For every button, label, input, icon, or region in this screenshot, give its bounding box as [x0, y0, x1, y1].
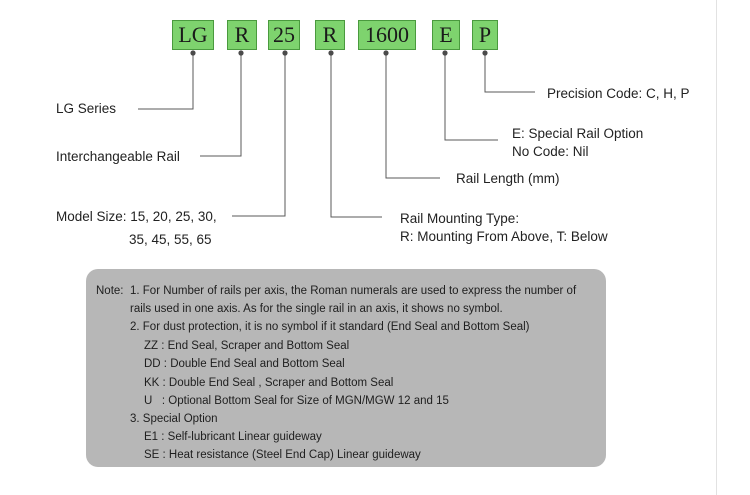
- label-rail-length: Rail Length (mm): [456, 171, 560, 186]
- label-interchangeable-rail: Interchangeable Rail: [56, 149, 180, 164]
- note-line-10: SE : Heat resistance (Steel End Cap) Lin…: [144, 449, 421, 461]
- leader-line-mounting-type: [330, 53, 382, 218]
- label-mounting-type-line2: R: Mounting From Above, T: Below: [400, 229, 608, 244]
- leader-dot-mounting-type: [328, 50, 334, 56]
- note-line-2: rails used in one axis. As for the singl…: [130, 303, 503, 315]
- label-special-rail-line1: E: Special Rail Option: [512, 126, 644, 141]
- label-precision-code: Precision Code: C, H, P: [547, 86, 690, 101]
- label-model-size-line1: Model Size: 15, 20, 25, 30,: [56, 209, 217, 224]
- label-special-rail-line2: No Code: Nil: [512, 144, 589, 159]
- label-mounting-type-line1: Rail Mounting Type:: [400, 211, 520, 226]
- label-lg-series: LG Series: [56, 101, 117, 116]
- note-line-7: U : Optional Bottom Seal for Size of MGN…: [144, 395, 449, 407]
- note-panel: Note: 1. For Number of rails per axis, t…: [86, 269, 606, 467]
- note-prefix: Note:: [96, 285, 124, 297]
- code-segment-series: LG: [172, 20, 214, 50]
- code-segment-model-size: 25: [268, 20, 300, 50]
- leader-line-precision: [484, 53, 535, 93]
- note-line-8: 3. Special Option: [130, 413, 218, 425]
- code-segment-mounting-type: R: [315, 20, 345, 50]
- code-segment-special-rail: E: [432, 20, 460, 50]
- leader-dot-precision: [482, 50, 488, 56]
- leader-line-model-size: [232, 53, 286, 217]
- leader-dot-special-rail: [442, 50, 448, 56]
- note-line-1: 1. For Number of rails per axis, the Rom…: [130, 285, 577, 297]
- label-model-size-line2: 35, 45, 55, 65: [129, 232, 212, 247]
- note-line-9: E1 : Self-lubricant Linear guideway: [144, 431, 322, 443]
- leader-dot-rail-length: [383, 50, 389, 56]
- leader-dot-interchangeable: [238, 50, 244, 56]
- note-line-6: KK : Double End Seal , Scraper and Botto…: [144, 377, 394, 389]
- note-line-4: ZZ : End Seal, Scraper and Bottom Seal: [144, 340, 350, 352]
- leader-dot-model-size: [282, 50, 288, 56]
- leader-dot-series: [190, 50, 196, 56]
- leader-line-series: [138, 53, 194, 110]
- code-segment-precision: P: [472, 20, 498, 50]
- leader-line-rail-length: [385, 53, 440, 179]
- note-line-5: DD : Double End Seal and Bottom Seal: [144, 358, 345, 370]
- code-segment-rail-length: 1600: [358, 20, 416, 50]
- code-segment-interchangeable: R: [227, 20, 257, 50]
- page-edge-divider: [716, 0, 717, 495]
- leader-line-special-rail: [444, 53, 498, 141]
- leader-line-interchangeable: [200, 53, 242, 157]
- note-line-3: 2. For dust protection, it is no symbol …: [130, 321, 530, 333]
